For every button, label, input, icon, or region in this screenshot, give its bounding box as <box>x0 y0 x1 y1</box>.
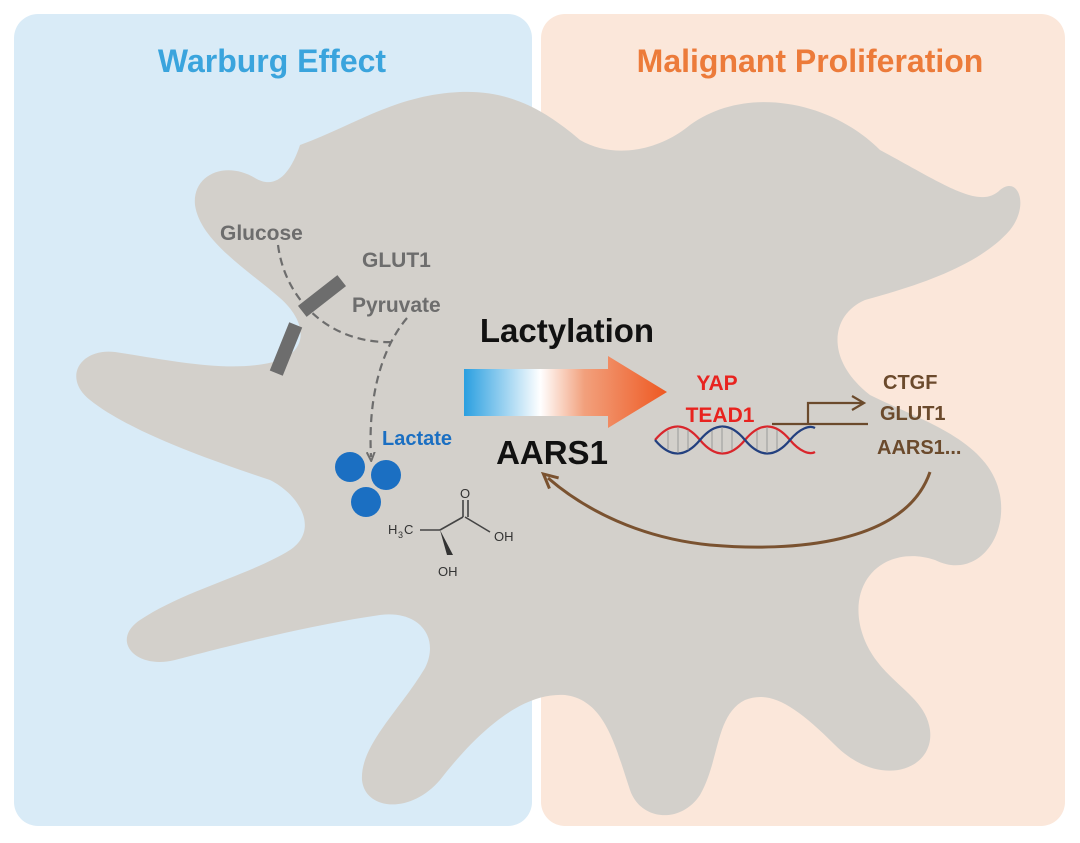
methyl-c: C <box>404 522 413 537</box>
glut1-transporter-lower <box>269 322 303 376</box>
lactate-molecule-icon: H 3 C O OH OH <box>388 486 514 579</box>
methyl-subscript: 3 <box>398 530 403 540</box>
hydroxyl-oh: OH <box>438 564 458 579</box>
methyl-h: H <box>388 522 397 537</box>
carbonyl-oxygen: O <box>460 486 470 501</box>
feedback-arrow <box>548 471 932 549</box>
target-gene: AARS1... <box>877 437 961 459</box>
pyruvate-label: Pyruvate <box>352 294 441 317</box>
left-panel-title: Warburg Effect <box>158 43 387 79</box>
lactylation-label: Lactylation <box>480 312 654 349</box>
lactate-label: Lactate <box>382 428 452 450</box>
lactate-molecule <box>351 487 381 517</box>
glucose-uptake-path <box>276 244 396 344</box>
target-gene: GLUT1 <box>880 403 946 425</box>
right-panel-title: Malignant Proliferation <box>637 43 984 79</box>
yap-label: YAP <box>696 372 737 395</box>
glucose-label: Glucose <box>220 222 303 245</box>
glut1-label: GLUT1 <box>362 249 431 272</box>
cell-left-half <box>76 91 540 805</box>
transcription-start-arrow-icon <box>772 395 868 426</box>
lactylation-arrow <box>464 356 667 428</box>
acid-oh: OH <box>494 529 514 544</box>
pyruvate-to-lactate-path <box>371 317 408 457</box>
dna-helix-icon <box>654 425 816 455</box>
aars1-enzyme-label: AARS1 <box>496 434 608 471</box>
target-gene: CTGF <box>883 372 937 394</box>
lactate-molecule <box>335 452 365 482</box>
glut1-transporter-upper <box>297 275 347 317</box>
lactate-molecule <box>371 460 401 490</box>
tead1-label: TEAD1 <box>686 404 755 427</box>
